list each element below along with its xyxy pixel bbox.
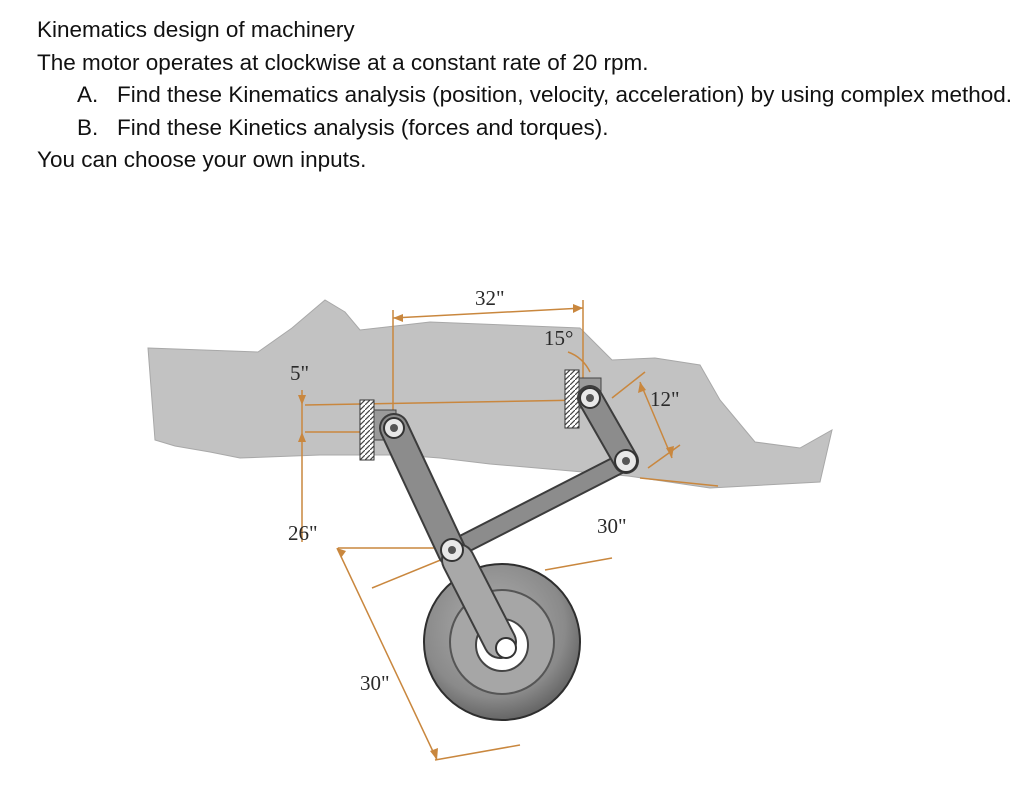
dimension-arrows (298, 304, 674, 760)
ground-pin-left (359, 399, 375, 461)
aircraft-body (147, 299, 833, 489)
label-lower-leg: 30" (360, 671, 390, 695)
list-marker-b: B. (77, 114, 99, 140)
label-angle: 15° (544, 326, 573, 350)
label-upper-leg: 26" (288, 521, 318, 545)
list-text-a: Find these Kinematics analysis (position… (117, 82, 1013, 107)
list-item-a: A. Find these Kinematics analysis (posit… (37, 79, 1017, 112)
problem-closing: You can choose your own inputs. (37, 147, 367, 172)
pin-joints (383, 387, 638, 562)
list-text-b: Find these Kinetics analysis (forces and… (117, 114, 609, 140)
label-crank-length: 12" (650, 387, 680, 411)
problem-statement: Kinematics design of machinery The motor… (37, 14, 1017, 177)
landing-gear-diagram: 5" 32" 15° 12" 30" 26" 30" (147, 286, 833, 761)
label-coupler-length: 30" (597, 514, 627, 538)
problem-title: Kinematics design of machinery (37, 17, 355, 42)
problem-intro: The motor operates at clockwise at a con… (37, 49, 649, 75)
list-marker-a: A. (77, 82, 99, 107)
list-item-b: B. Find these Kinetics analysis (forces … (37, 112, 1017, 145)
label-top-span: 32" (475, 286, 505, 310)
ground-pin-right (564, 369, 580, 429)
label-offset-height: 5" (290, 361, 309, 385)
